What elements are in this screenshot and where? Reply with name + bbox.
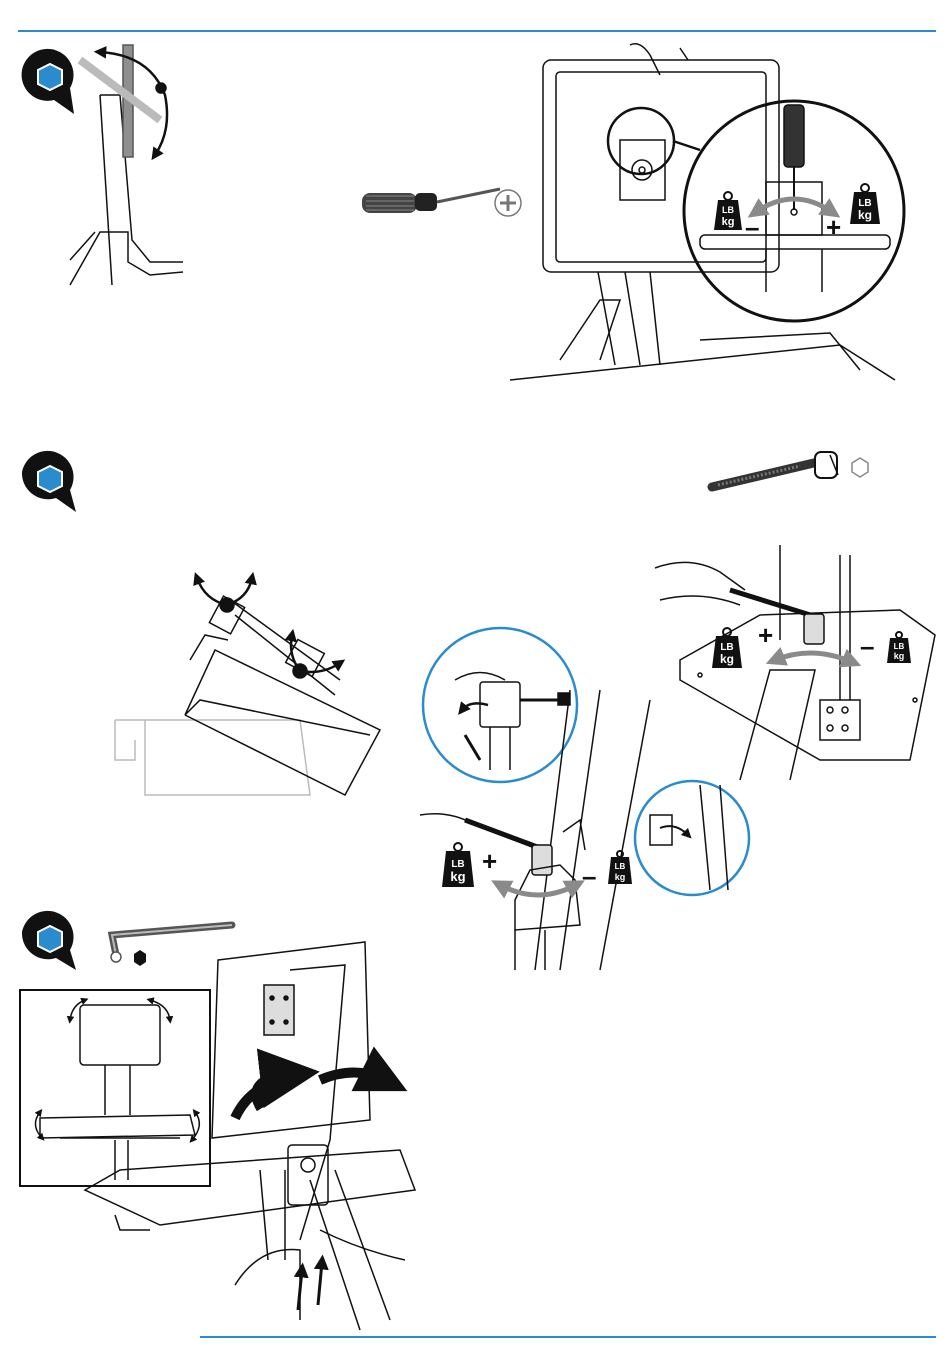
weight-icon: LB kg — [850, 184, 880, 224]
decrease-sign: – — [745, 212, 759, 242]
phillips-screwdriver-icon — [362, 189, 521, 216]
weight-label-kg: kg — [615, 872, 626, 882]
socket-wrench-icon — [712, 452, 868, 487]
decrease-sign: – — [860, 631, 874, 661]
weight-icon: LB kg — [442, 843, 474, 887]
column-adjust-illustration-lower — [420, 628, 749, 970]
weight-label-kg: kg — [894, 651, 905, 661]
weight-label-lb: LB — [615, 862, 626, 871]
increase-sign: + — [826, 212, 841, 242]
weight-icon: LB kg — [887, 632, 911, 663]
weight-label-lb: LB — [722, 205, 734, 215]
monitor-mount-illustration — [510, 44, 904, 380]
weight-icon: LB kg — [714, 192, 742, 230]
increase-sign: + — [758, 620, 773, 650]
adjust-tool-icon — [22, 451, 76, 512]
weight-label-kg: kg — [720, 652, 734, 666]
increase-sign: + — [482, 846, 497, 876]
keyboard-tray-illustration — [115, 578, 380, 795]
weight-label-lb: LB — [894, 642, 905, 651]
weight-label-kg: kg — [858, 208, 872, 222]
weight-icon: LB kg — [608, 851, 632, 884]
range-inset-box — [20, 990, 210, 1186]
hex-key-icon — [111, 925, 232, 966]
decrease-sign: – — [582, 861, 596, 891]
weight-label-kg: kg — [722, 216, 735, 228]
weight-label-kg: kg — [450, 869, 465, 884]
adjust-tool-icon — [22, 49, 74, 114]
step1-post-illustration — [70, 45, 183, 285]
adjust-tool-icon — [22, 911, 76, 970]
